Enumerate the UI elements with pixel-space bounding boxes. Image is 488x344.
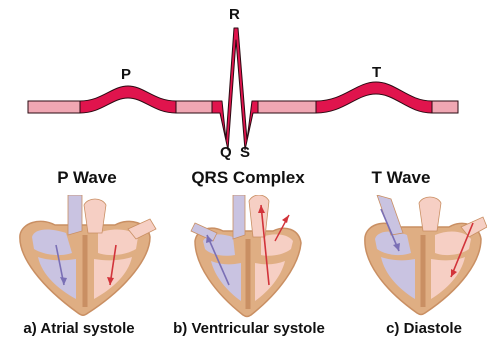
p-wave-band: [80, 86, 176, 113]
caption-atrial-systole: a) Atrial systole: [23, 320, 134, 337]
vena-cava: [68, 195, 82, 235]
t-peak-label: T: [372, 64, 381, 81]
r-peak-label: R: [229, 6, 240, 23]
p-wave-heading: P Wave: [57, 168, 117, 188]
baseline-segment: [28, 101, 80, 113]
heart-diastole-icon: [357, 195, 487, 320]
aorta: [84, 199, 106, 233]
aorta: [419, 197, 441, 231]
qrs-complex-band: [212, 28, 258, 150]
vena-cava: [233, 195, 245, 239]
s-point-label: S: [240, 144, 250, 161]
t-wave-heading: T Wave: [372, 168, 431, 188]
t-wave-band: [316, 82, 432, 113]
heart-ventricular-systole-icon: [177, 195, 317, 320]
p-peak-label: P: [121, 66, 131, 83]
caption-diastole: c) Diastole: [386, 320, 462, 337]
baseline-segment: [432, 101, 458, 113]
caption-ventricular-systole: b) Ventricular systole: [173, 320, 325, 337]
baseline-segment: [176, 101, 212, 113]
heart-atrial-systole-icon: [10, 195, 160, 320]
baseline-segment: [258, 101, 316, 113]
qrs-complex-heading: QRS Complex: [191, 168, 304, 188]
ecg-waveform: [0, 0, 488, 165]
q-point-label: Q: [220, 144, 232, 161]
aorta: [249, 195, 269, 237]
